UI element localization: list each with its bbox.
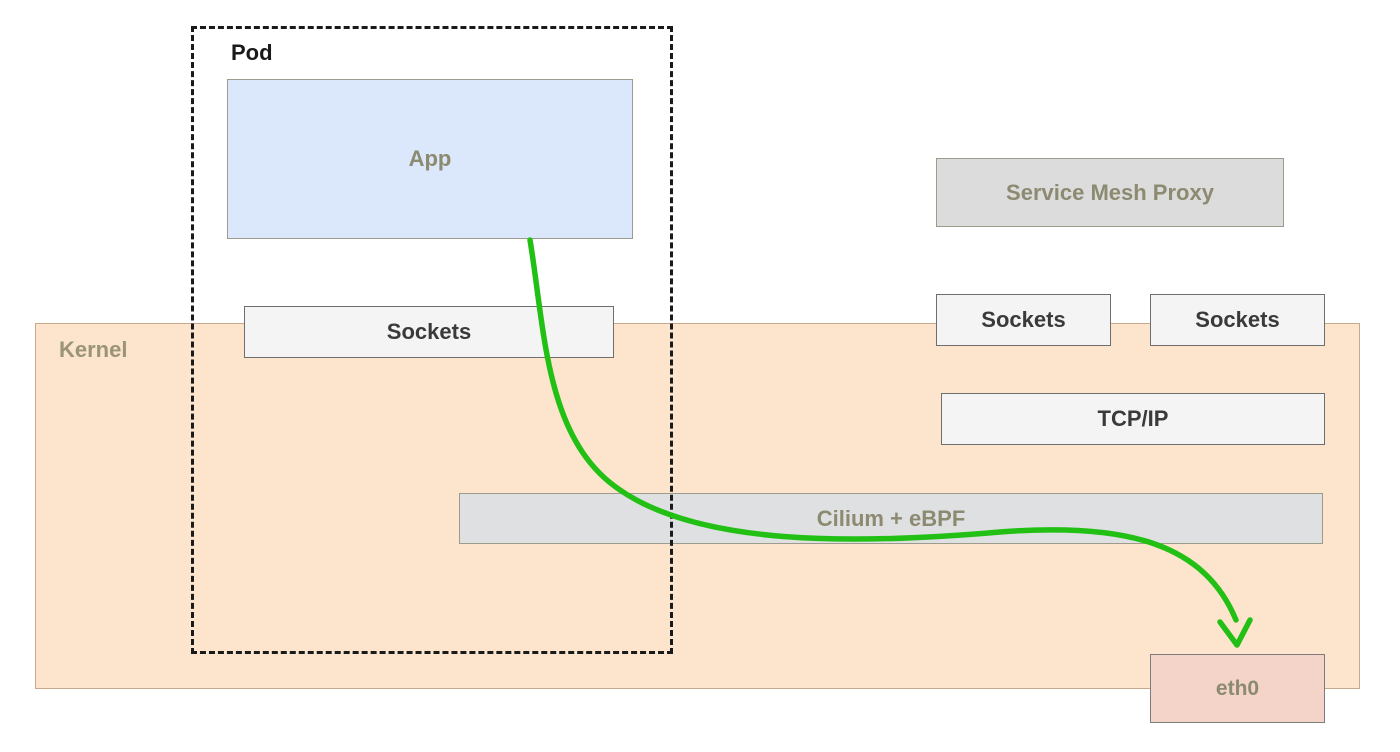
cilium-ebpf-label: Cilium + eBPF xyxy=(816,505,966,531)
proxy-sockets-label-2: Sockets xyxy=(1195,307,1280,332)
app-box: App xyxy=(227,79,633,239)
tcpip-label: TCP/IP xyxy=(1097,406,1169,431)
app-label: App xyxy=(408,146,452,171)
proxy-sockets-box-1: Sockets xyxy=(936,294,1111,346)
pod-sockets-label: Sockets xyxy=(386,319,472,344)
tcpip-box: TCP/IP xyxy=(941,393,1325,445)
kernel-label: Kernel xyxy=(59,337,128,362)
pod-boundary xyxy=(191,26,673,654)
proxy-sockets-label-1: Sockets xyxy=(981,307,1066,332)
service-mesh-proxy-box: Service Mesh Proxy xyxy=(936,158,1284,227)
proxy-sockets-box-2: Sockets xyxy=(1150,294,1325,346)
pod-label: Pod xyxy=(231,40,273,65)
eth0-box: eth0 xyxy=(1150,654,1325,723)
eth0-label: eth0 xyxy=(1215,676,1260,700)
service-mesh-proxy-label: Service Mesh Proxy xyxy=(1006,179,1214,205)
